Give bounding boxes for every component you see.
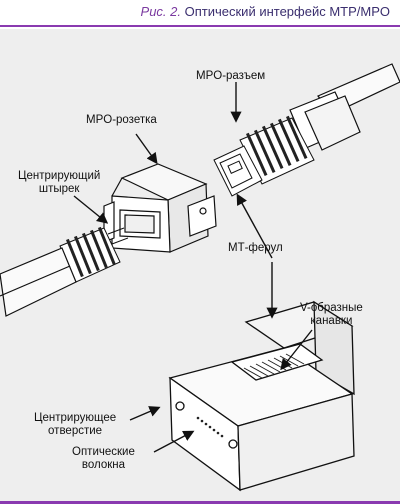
- label-centering-hole: Центрирующее отверстие: [34, 412, 117, 437]
- mpo-connector: [213, 115, 315, 197]
- mpo-socket: [103, 163, 217, 253]
- figure-caption: Рис. 2. Оптический интерфейс MTP/MPO: [0, 0, 400, 24]
- bottom-rule: [0, 501, 400, 504]
- left-cable: [0, 247, 77, 317]
- figure-number: Рис. 2.: [140, 4, 181, 19]
- connector-ribs: [246, 115, 308, 177]
- mt-ferrule: [168, 300, 355, 492]
- left-connector: [59, 226, 129, 283]
- label-optical-fibers: Оптические волокна: [72, 446, 135, 471]
- figure-title: Оптический интерфейс MTP/MPO: [184, 4, 390, 19]
- mtp-mpo-diagram: [0, 63, 400, 492]
- label-mpo-socket: MPO-розетка: [86, 114, 157, 126]
- caption-rule: [0, 25, 400, 27]
- label-mt-ferrule: МТ-ферул: [228, 242, 283, 254]
- label-centering-pin: Центрирующий штырек: [18, 170, 101, 195]
- label-mpo-connector: MPO-разъем: [196, 70, 266, 82]
- label-v-grooves: V-образные канавки: [300, 302, 363, 327]
- right-cable: [289, 63, 400, 151]
- leader-arrows: [73, 82, 313, 453]
- fiber-dots: [196, 416, 224, 438]
